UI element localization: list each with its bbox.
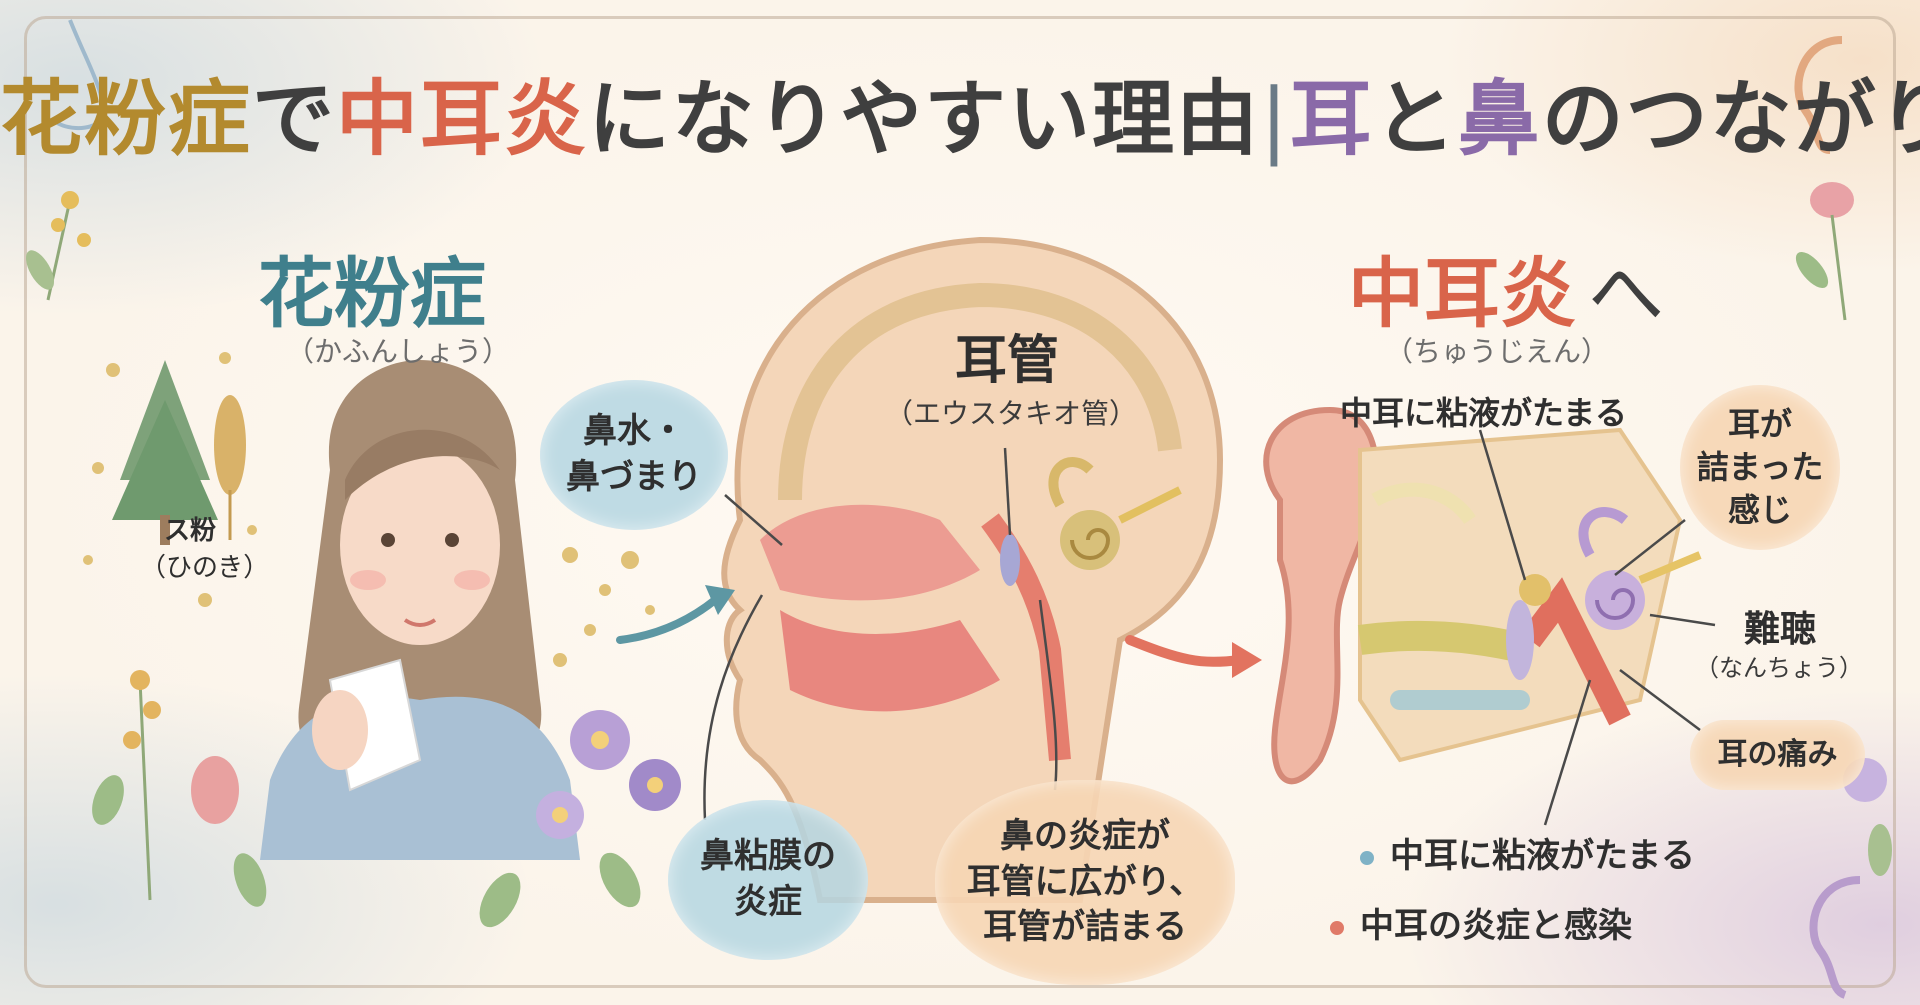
purple-flowers-icon [479, 710, 681, 928]
bubble-runny-line2: 鼻づまり [566, 457, 702, 497]
left-top-flowers-icon [26, 191, 91, 301]
bubble-ear-clogged: 耳が 詰まった 感じ [1680, 385, 1840, 550]
bubble-spread-line3: 耳管が詰まる [982, 907, 1187, 948]
bubble-spread-line2: 耳管に広がり、 [966, 861, 1204, 902]
title-part-ear: 耳 [1289, 72, 1374, 167]
label-hearing-reading: （なんちょう） [1695, 654, 1863, 682]
title-separator: | [1260, 72, 1290, 167]
bubble-runny-line1: 鼻水・ [583, 411, 685, 452]
title-part-nose: 鼻 [1457, 72, 1542, 167]
bubble-clogged-line3: 感じ [1727, 491, 1792, 530]
leader-lines [703, 429, 1716, 826]
arrow-to-ear-icon [1125, 635, 1262, 678]
bubble-spread-line1: 鼻の炎症が [999, 815, 1170, 856]
head-cross-section-icon [721, 236, 1224, 903]
hayfever-reading: （かふんしょう） [286, 335, 511, 368]
woman-illustration-icon [260, 360, 580, 860]
bubble-runny-nose: 鼻水・ 鼻づまり [540, 380, 728, 530]
eustachian-subheading: （エウスタキオ管） [885, 397, 1138, 430]
decorative-frame [24, 16, 1896, 988]
corner-ear-bottom-icon [1809, 876, 1861, 999]
bubble-mucosa-line2: 炎症 [734, 882, 802, 922]
title-part-reason: になりやすい理由 [588, 72, 1261, 167]
title-part-de: で [252, 72, 337, 167]
otitis-heading-suffix: へ [1588, 249, 1664, 338]
bottom-left-flowers-icon [92, 670, 267, 907]
pollen-label-line1: ス粉 [163, 516, 216, 546]
otitis-heading: 中耳炎へ [1348, 232, 1664, 342]
title-part-otitis: 中耳炎 [336, 72, 589, 167]
pollen-label-line2: （ひのき） [140, 553, 270, 583]
bubble-inflammation-spread: 鼻の炎症が 耳管に広がり、 耳管が詰まる [935, 780, 1235, 985]
eustachian-heading: 耳管 [955, 331, 1060, 391]
bubble-ear-pain: 耳の痛み [1690, 720, 1865, 790]
right-top-flower-icon [1795, 182, 1854, 321]
bubble-clogged-line1: 耳が [1727, 404, 1792, 443]
pine-tree-icon [112, 360, 218, 545]
wheat-icon [214, 395, 246, 540]
bubble-clogged-line2: 詰まった [1696, 447, 1824, 486]
otitis-heading-main: 中耳炎 [1348, 249, 1576, 338]
bubble-mucosa-inflammation: 鼻粘膜の 炎症 [668, 800, 868, 960]
corner-ear-icon [1794, 36, 1843, 154]
bullet-inflammation-text: 中耳の炎症と感染 [1360, 906, 1632, 946]
title-part-hayfever: 花粉症 [0, 72, 253, 167]
otitis-reading: （ちゅうじえん） [1385, 335, 1610, 368]
bubble-mucosa-line1: 鼻粘膜の [700, 836, 836, 877]
arrow-to-nose-icon [616, 585, 735, 644]
pollen-label: ス粉 （ひのき） [140, 510, 270, 584]
bullet-inflammation: 中耳の炎症と感染 [1330, 898, 1632, 947]
bullet-dot-red [1330, 920, 1344, 935]
page-title: 花粉症で中耳炎になりやすい理由|耳と鼻のつながり [0, 52, 1920, 171]
ear-cross-section-icon [1263, 406, 1702, 785]
hayfever-heading: 花粉症 [258, 249, 486, 338]
title-part-to: と [1373, 72, 1458, 167]
bullet-fluid: 中耳に粘液がたまる [1360, 828, 1695, 877]
bullet-fluid-text: 中耳に粘液がたまる [1390, 836, 1695, 876]
label-fluid-top: 中耳に粘液がたまる [1340, 394, 1628, 432]
corner-nose-icon [50, 19, 105, 130]
label-hearing-loss: 難聴 [1743, 609, 1816, 650]
title-part-connection: のつながり [1541, 72, 1920, 167]
bullet-dot-blue [1360, 850, 1374, 865]
pollen-dots-icon [83, 352, 655, 667]
